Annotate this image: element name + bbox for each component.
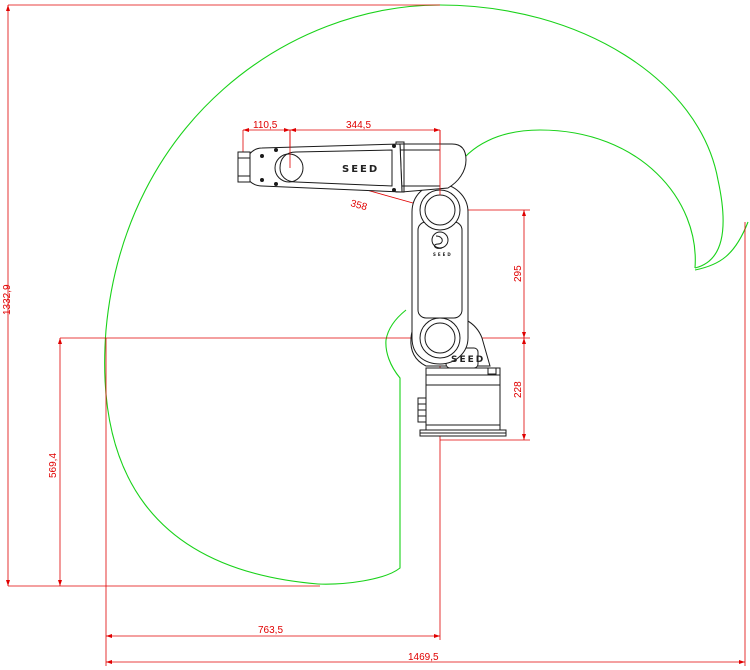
dimension-lines: [7, 4, 746, 666]
dim-label-1332-9: 1332,9: [2, 284, 13, 315]
workspace-envelope: [104, 4, 749, 585]
shoulder-brand-text: SEED: [451, 355, 485, 365]
dim-label-358: 358: [349, 198, 368, 213]
dim-label-295: 295: [513, 265, 524, 282]
upper-arm: [237, 143, 403, 193]
lower-arm-logo-text: SEED: [433, 252, 453, 257]
dimension-arrows: [6, 5, 745, 664]
reach-overlay-lines: [289, 130, 441, 195]
dim-label-1469-5: 1469,5: [408, 652, 439, 663]
dim-label-228: 228: [513, 381, 524, 398]
dim-label-763-5: 763,5: [258, 625, 283, 636]
dim-label-344-5: 344,5: [346, 120, 371, 131]
elbow-housing: [395, 141, 467, 193]
robot-arm: [237, 141, 507, 437]
dim-label-569-4: 569,4: [48, 453, 59, 478]
lower-arm: [411, 183, 469, 365]
dim-label-110-5: 110,5: [253, 120, 278, 131]
upper-arm-brand-text: SEED: [342, 164, 379, 175]
robot-base: [417, 367, 507, 437]
